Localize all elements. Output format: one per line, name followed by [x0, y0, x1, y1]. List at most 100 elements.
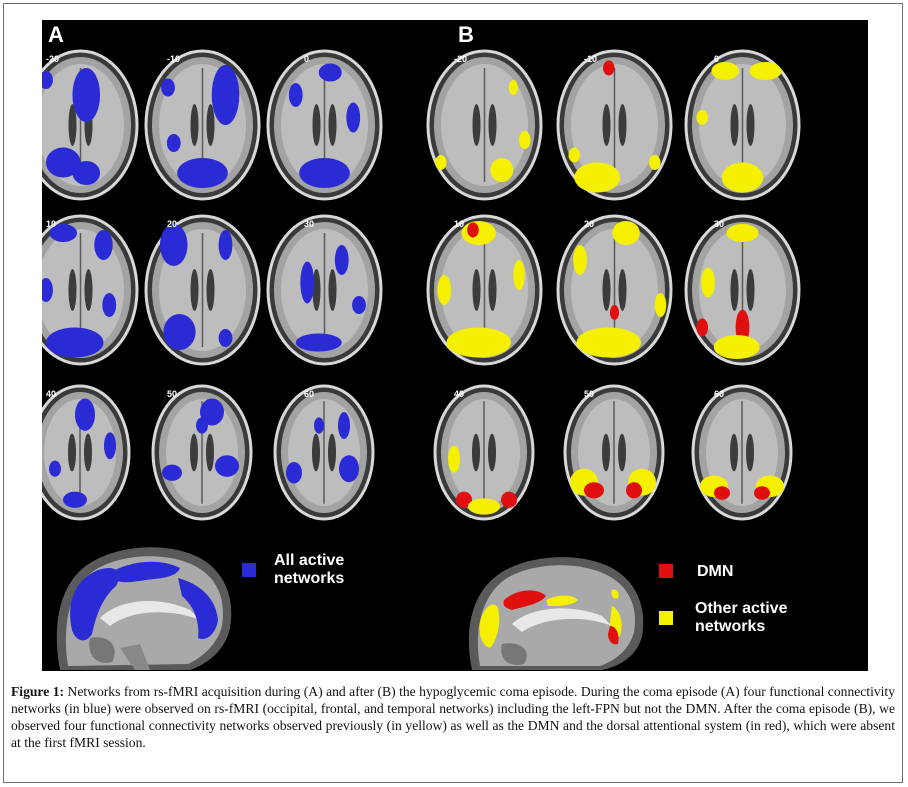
- activation-blob: [434, 155, 447, 170]
- activation-blob: [298, 158, 350, 188]
- activation-blob: [584, 482, 604, 499]
- legend-label-line2: networks: [695, 618, 766, 635]
- activation-blob: [572, 245, 587, 275]
- panel-b-slice-label: -20: [454, 54, 468, 64]
- activation-blob: [446, 327, 511, 358]
- activation-blob: [218, 230, 232, 260]
- panel-b-axial-slice: [433, 384, 535, 521]
- activation-blob: [334, 245, 349, 275]
- panel-a-slice-label: 30: [304, 219, 315, 229]
- panel-a-slice-label: 20: [167, 219, 178, 229]
- activation-blob: [602, 60, 614, 76]
- activation-blob: [215, 455, 239, 477]
- panel-b-axial-slice: [426, 214, 542, 366]
- legend-label-dmn: DMN: [697, 563, 734, 580]
- activation-blob: [176, 158, 228, 188]
- activation-blob: [508, 80, 518, 95]
- activation-blob: [461, 221, 496, 245]
- panel-b-slice-label: 30: [714, 219, 725, 229]
- activation-blob: [466, 222, 479, 238]
- panel-b-slice-label: 10: [454, 219, 465, 229]
- activation-blob: [75, 398, 95, 431]
- panel-b-axial-slice: [556, 214, 672, 366]
- activation-blob: [101, 293, 116, 317]
- activation-blob: [71, 161, 100, 185]
- activation-blob: [48, 224, 77, 242]
- panel-a-slice-label: 10: [46, 219, 57, 229]
- panel-b-slice-label: 60: [714, 389, 725, 399]
- panel-a-axial-slice: [144, 49, 260, 201]
- figure-caption: Figure 1: Networks from rs-fMRI acquisit…: [11, 683, 895, 751]
- activation-blob: [512, 260, 525, 290]
- panel-b-slice-label: 40: [454, 389, 465, 399]
- panel-a-axial-slice: [42, 49, 138, 201]
- activation-blob: [211, 65, 239, 125]
- panel-a-axial-slice: [144, 214, 260, 366]
- panel-b-axial-slice: [563, 384, 665, 521]
- caption-text: Networks from rs-fMRI acquisition during…: [11, 684, 896, 750]
- panel-a-slice-label: 60: [304, 389, 315, 399]
- activation-blob: [468, 498, 500, 515]
- panel-a-letter: A: [48, 22, 64, 47]
- activation-blob: [49, 460, 61, 477]
- activation-blob: [648, 155, 660, 170]
- activation-blob: [609, 305, 619, 320]
- activation-blob: [200, 398, 224, 426]
- activation-blob: [725, 224, 759, 242]
- panel-b-slice-label: 20: [584, 219, 595, 229]
- panel-a-axial-slice: [151, 384, 253, 521]
- panel-b-slice-label: 0: [714, 54, 720, 64]
- sagittal-slice-b: [468, 557, 644, 670]
- activation-blob: [626, 482, 642, 499]
- activation-blob: [573, 162, 620, 193]
- activation-blob: [568, 147, 580, 163]
- panel-b-slice-label: -10: [584, 54, 598, 64]
- activation-blob: [351, 296, 366, 314]
- legend-label-all-active: All active networks: [274, 552, 344, 588]
- activation-blob: [713, 335, 760, 359]
- legend-swatch-dmn: [659, 564, 673, 578]
- activation-blob: [576, 327, 641, 358]
- activation-blob: [318, 63, 342, 82]
- activation-blob: [42, 278, 53, 302]
- legend-label-line1: Other active: [695, 600, 788, 617]
- panel-a-axial-slice: [42, 384, 131, 521]
- panel-b-slice-label: 50: [584, 389, 595, 399]
- panel-a-slice-label: -20: [46, 54, 60, 64]
- activation-blob: [611, 221, 640, 245]
- activation-blob: [436, 275, 451, 305]
- activation-blob: [166, 134, 181, 152]
- activation-blob: [45, 327, 103, 358]
- activation-blob: [63, 491, 87, 508]
- activation-blob: [295, 333, 342, 352]
- activation-blob: [339, 455, 359, 483]
- activation-blob: [714, 486, 730, 500]
- legend-label-line2: networks: [274, 570, 345, 587]
- activation-blob: [288, 83, 303, 107]
- panel-a-slice-label: 0: [304, 54, 310, 64]
- activation-blob: [104, 432, 116, 460]
- activation-blob: [45, 147, 80, 178]
- caption-label: Figure 1:: [11, 684, 65, 699]
- activation-blob: [162, 314, 196, 350]
- activation-blob: [696, 110, 708, 125]
- activation-blob: [518, 131, 530, 149]
- activation-blob: [721, 162, 763, 193]
- activation-blob: [314, 417, 324, 434]
- panel-a-slice-label: -10: [167, 54, 181, 64]
- activation-blob: [71, 68, 100, 122]
- panel-a-slice-label: 40: [46, 389, 57, 399]
- panel-b-axial-slice: [684, 49, 800, 201]
- activation-blob: [218, 329, 232, 347]
- activation-blob: [160, 78, 175, 97]
- sagittal-slice-a: [56, 547, 232, 670]
- activation-blob: [748, 62, 782, 80]
- panel-a-axial-slice: [273, 384, 375, 521]
- legend-label-other-active: Other active networks: [695, 600, 787, 636]
- activation-blob: [456, 491, 472, 508]
- activation-blob: [448, 445, 460, 473]
- legend-swatch-other-active: [659, 611, 673, 625]
- panel-a-axial-slice: [42, 214, 138, 366]
- activation-blob: [654, 293, 666, 317]
